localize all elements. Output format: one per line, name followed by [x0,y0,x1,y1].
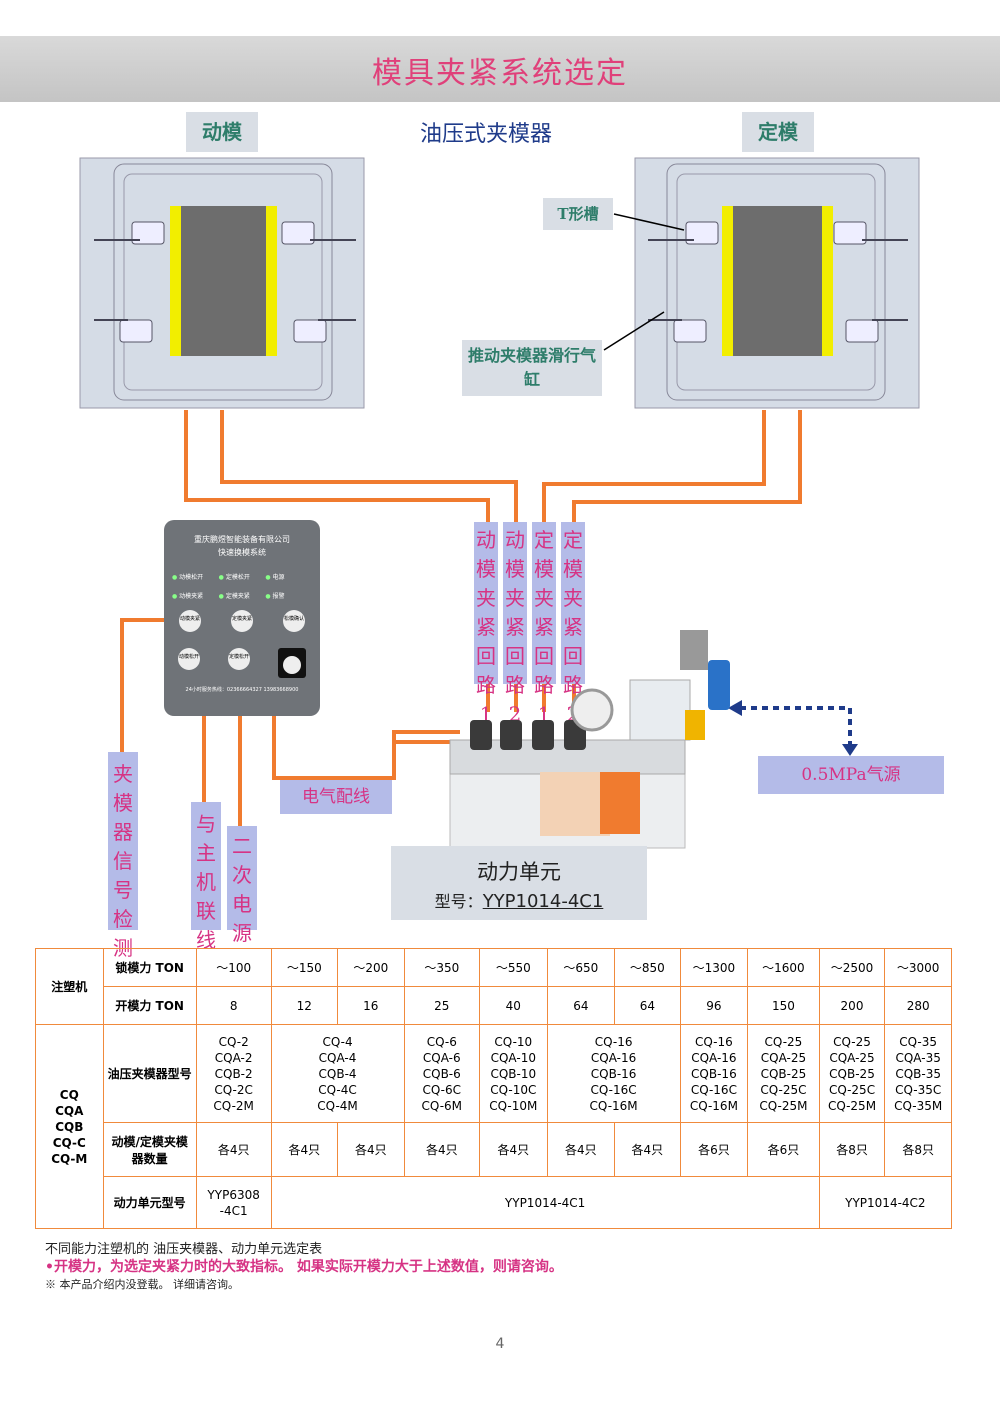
page-number: 4 [495,1336,505,1352]
lock-cell: ～550 [479,948,548,987]
qty-cell: 各4只 [479,1122,548,1177]
lamp-alarm: ● 报警 [265,593,285,600]
open-cell: 64 [546,986,616,1025]
btn-fixed-open[interactable]: 定模松开 [228,648,250,670]
note-disclaimer: ※ 本产品介绍内没登载。 详细请咨询。 [45,1278,239,1291]
qty-cell: 各8只 [884,1122,952,1177]
model-cell: CQ-25 CQA-25 CQB-25 CQ-25C CQ-25M [747,1024,820,1123]
qty-cell: 各6只 [679,1122,749,1177]
key-switch[interactable] [278,648,306,678]
lock-cell: ～1300 [679,948,749,987]
lock-cell: ～100 [195,948,272,987]
qty-cell: 各4只 [546,1122,616,1177]
open-cell: 25 [403,986,481,1025]
model-cell: CQ-25 CQA-25 CQB-25 CQ-25C CQ-25M [818,1024,886,1123]
lock-cell: ～150 [270,948,339,987]
panel-company: 重庆鹏煜智能装备有限公司 [194,535,290,544]
t-slot-callout: T形槽 [543,198,613,230]
circuit-moving-1: 动模夹紧回路1 [474,522,498,726]
model-cell: CQ-2 CQA-2 CQB-2 CQ-2C CQ-2M [195,1024,272,1123]
open-cell: 200 [818,986,886,1025]
air-source-label: 0.5MPa气源 [758,756,944,794]
fixed-mold-label: 定模 [742,112,814,152]
unit-header: 动力单元型号 [102,1176,197,1229]
lock-cell: ～2500 [818,948,886,987]
injection-machine-header: 注塑机 [35,948,104,1025]
selection-table: 注塑机 锁模力 TON ～100 ～150 ～200 ～350 ～550 ～65… [35,948,953,1229]
lamp-power: ● 电源 [265,574,285,581]
secondary-power-label: 二次电源 [227,826,257,945]
circuit-fixed-1: 定模夹紧回路1 [532,522,556,726]
model-cell: CQ-35 CQA-35 CQB-35 CQ-35C CQ-35M [884,1024,952,1123]
circuit-moving-2: 动模夹紧回路2 [503,522,527,726]
unit-cell: YYP6308 -4C1 [195,1176,272,1229]
lock-cell: ～200 [337,948,405,987]
page-title: 模具夹紧系统选定 [372,56,628,91]
model-cell: CQ-10 CQA-10 CQB-10 CQ-10C CQ-10M [479,1024,548,1123]
qty-cell: 各4只 [614,1122,681,1177]
lock-force-header: 锁模力 TON [102,948,197,987]
lock-cell: ～1600 [747,948,820,987]
lock-cell: ～850 [614,948,681,987]
lock-cell: ～3000 [884,948,952,987]
power-unit-model-label: 型号： [434,892,483,911]
mold-plates-diagram [79,157,920,409]
lamp-moving-clamp: ● 动模夹紧 [172,593,204,600]
qty-cell: 各4只 [195,1122,272,1177]
open-cell: 16 [337,986,405,1025]
model-cell: CQ-16 CQA-16 CQB-16 CQ-16C CQ-16M [679,1024,749,1123]
lock-cell: ～350 [403,948,481,987]
btn-moving-clamp[interactable]: 动模夹紧 [179,610,201,632]
power-unit-model: YYP1014-4C1 [482,891,604,912]
qty-cell: 各4只 [403,1122,481,1177]
qty-cell: 各8只 [818,1122,886,1177]
model-cell: CQ-16 CQA-16 CQB-16 CQ-16C CQ-16M [546,1024,681,1123]
model-cell: CQ-4 CQA-4 CQB-4 CQ-4C CQ-4M [270,1024,405,1123]
power-unit-illustration [449,630,730,849]
btn-fixed-clamp[interactable]: 定模夹紧 [231,610,253,632]
power-unit-title: 动力单元 [477,860,561,884]
moving-mold-label: 动模 [186,112,258,152]
unit-cell: YYP1014-4C2 [818,1176,953,1229]
clamp-type-title: 油压式夹模器 [420,122,553,147]
lamp-fixed-open: ● 定模松开 [218,574,250,581]
open-cell: 8 [195,986,272,1025]
fixed-plate [603,157,920,409]
btn-moving-open[interactable]: 动模松开 [178,648,200,670]
wiring-diagram [120,410,858,826]
qty-header: 动模/定模夹模器数量 [102,1122,197,1177]
model-cell: CQ-6 CQA-6 CQB-6 CQ-6C CQ-6M [403,1024,481,1123]
open-cell: 64 [614,986,681,1025]
title-banner: 模具夹紧系统选定 [0,36,1000,102]
unit-cell: YYP1014-4C1 [270,1176,820,1229]
panel-system: 快速换模系统 [218,548,266,557]
power-unit-label: 动力单元 型号：YYP1014-4C1 [391,846,647,920]
panel-hotline: 24小时服务热线：02366664327 13983668900 [185,687,299,693]
qty-cell: 各4只 [270,1122,339,1177]
electrical-wiring-label: 电气配线 [280,780,392,814]
cylinder-callout: 推动夹模器滑行气缸 [462,340,602,396]
lamp-moving-open: ● 动模松开 [172,574,204,581]
note-table-caption: 不同能力注塑机的 油压夹模器、动力单元选定表 [45,1242,323,1257]
open-cell: 96 [679,986,749,1025]
open-force-header: 开模力 TON [102,986,197,1025]
series-header: CQ CQA CQB CQ-C CQ-M [35,1024,104,1229]
control-panel: 重庆鹏煜智能装备有限公司 快速换模系统 ● 动模松开 ● 定模松开 ● 电源 ●… [164,520,320,716]
note-open-force: •开模力，为选定夹紧力时的大致指标。 如果实际开模力大于上述数值，则请咨询。 [45,1259,563,1275]
open-cell: 150 [747,986,820,1025]
btn-release-confirm[interactable]: 松模确认 [283,610,305,632]
qty-cell: 各4只 [337,1122,405,1177]
qty-cell: 各6只 [747,1122,820,1177]
lock-cell: ～650 [546,948,616,987]
moving-plate [79,157,365,409]
open-cell: 12 [270,986,339,1025]
host-link-label: 与主机联线 [191,802,221,952]
clamp-model-header: 油压夹模器型号 [102,1024,197,1123]
lamp-fixed-clamp: ● 定模夹紧 [218,593,250,600]
open-cell: 280 [884,986,952,1025]
signal-detect-label: 夹模器信号检测 [108,752,138,960]
open-cell: 40 [479,986,548,1025]
